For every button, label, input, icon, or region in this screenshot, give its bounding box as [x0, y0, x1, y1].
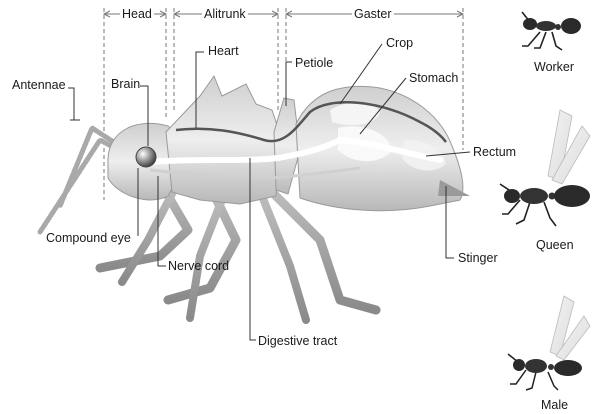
label-queen: Queen: [536, 238, 574, 252]
compound-eye-shape: [136, 147, 156, 167]
label-brain: Brain: [111, 77, 140, 91]
label-worker: Worker: [534, 60, 574, 74]
male-ant-illustration: [508, 296, 590, 390]
label-digestive-tract: Digestive tract: [258, 334, 337, 348]
section-label-alitrunk: Alitrunk: [202, 7, 248, 21]
section-label-gaster: Gaster: [352, 7, 394, 21]
label-stinger: Stinger: [458, 251, 498, 265]
queen-ant-illustration: [500, 110, 590, 226]
label-crop: Crop: [386, 36, 413, 50]
label-stomach: Stomach: [409, 71, 458, 85]
label-male: Male: [541, 398, 568, 412]
label-compound-eye: Compound eye: [46, 231, 131, 245]
label-antennae: Antennae: [12, 78, 66, 92]
worker-ant-illustration: [522, 12, 581, 50]
label-heart: Heart: [208, 44, 239, 58]
petiole-shape: [274, 98, 300, 194]
label-nerve-cord: Nerve cord: [168, 259, 229, 273]
label-petiole: Petiole: [295, 56, 333, 70]
section-label-head: Head: [120, 7, 154, 21]
label-rectum: Rectum: [473, 145, 516, 159]
